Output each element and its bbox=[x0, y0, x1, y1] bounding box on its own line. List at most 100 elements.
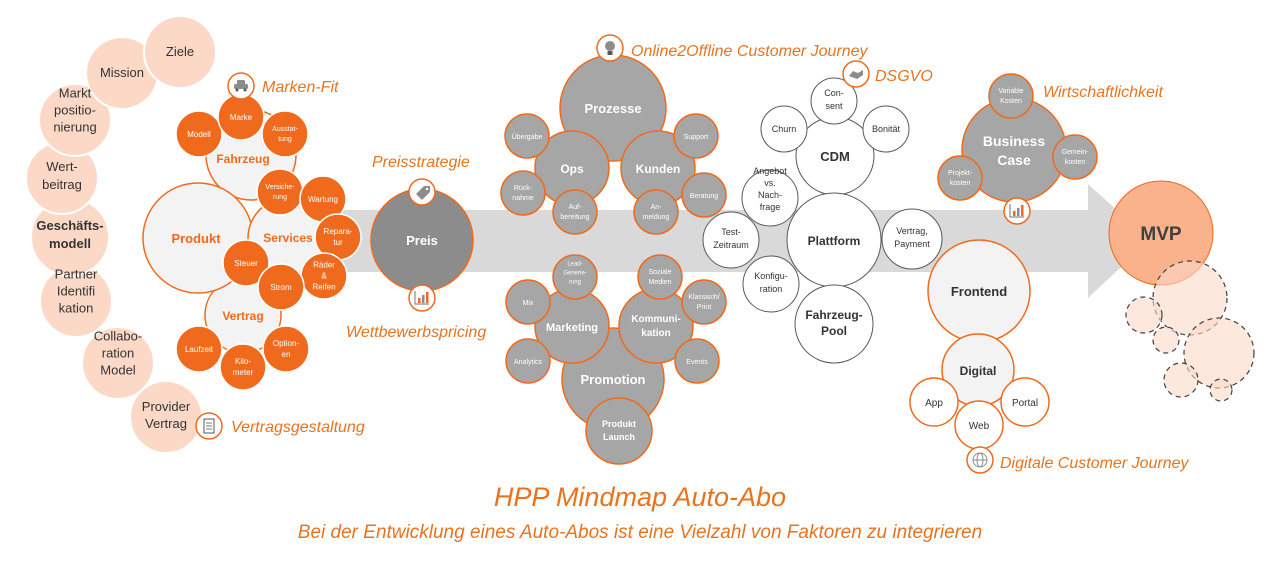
placeholder-bubble bbox=[1209, 378, 1233, 402]
node-beratung bbox=[681, 172, 727, 218]
label-plattform: Plattform bbox=[808, 234, 861, 248]
label-consent: Con-sent bbox=[824, 88, 844, 111]
label-leadgen: Lead-Generie-rung bbox=[563, 262, 586, 286]
label-fahrzeug: Fahrzeug bbox=[216, 152, 269, 166]
label-fahrzeugpool: Fahrzeug-Pool bbox=[805, 308, 862, 338]
node-support bbox=[673, 113, 719, 159]
frontend-cluster: Frontend Digital App Portal Web bbox=[909, 239, 1050, 450]
node-angebot bbox=[741, 169, 799, 227]
label-prozesse: Prozesse bbox=[584, 101, 641, 116]
placeholder-bubble bbox=[1152, 326, 1180, 354]
label-testzeitraum: Test-Zeitraum bbox=[713, 227, 749, 250]
node-steuer bbox=[222, 239, 270, 287]
node-variable-kosten bbox=[988, 73, 1034, 119]
node-bonitaet bbox=[862, 105, 910, 153]
callout-dsgvo: DSGVO bbox=[875, 68, 933, 85]
label-aufbereitung: Auf-bereitung bbox=[560, 204, 589, 221]
bar-chart-icon bbox=[1003, 197, 1031, 225]
node-uebergabe bbox=[504, 113, 550, 159]
node-ziele bbox=[143, 15, 217, 89]
plattform-cluster: CDM Con-sent Churn Bonität Plattform Ang… bbox=[702, 77, 943, 364]
node-consent bbox=[810, 77, 858, 125]
mvp-cluster: MVP bbox=[1108, 180, 1255, 402]
node-markt bbox=[38, 83, 112, 157]
car-icon bbox=[227, 72, 255, 100]
node-klassisch bbox=[681, 279, 727, 325]
label-churn: Churn bbox=[772, 124, 797, 134]
label-anmeldung: An-meldung bbox=[643, 204, 670, 221]
bar-chart-icon bbox=[408, 284, 436, 312]
label-gemeinkosten: Gemein-kosten bbox=[1062, 149, 1090, 166]
node-churn bbox=[760, 105, 808, 153]
label-support: Support bbox=[684, 134, 709, 141]
node-versicherung bbox=[256, 168, 304, 216]
node-events bbox=[674, 338, 720, 384]
label-ops: Ops bbox=[560, 162, 584, 176]
node-aufbereitung bbox=[552, 189, 598, 235]
callout-digitale-cj: Digitale Customer Journey bbox=[1000, 455, 1190, 472]
label-produkt: Produkt bbox=[171, 231, 221, 246]
label-digital: Digital bbox=[960, 364, 997, 378]
lightbulb-icon bbox=[596, 34, 624, 62]
node-portal bbox=[1000, 377, 1050, 427]
callout-marken-fit: Marken-Fit bbox=[262, 79, 339, 96]
node-produkt-launch bbox=[585, 397, 653, 465]
label-promotion: Promotion bbox=[581, 372, 646, 387]
node-leadgen bbox=[552, 254, 598, 300]
label-modell: Modell bbox=[187, 130, 211, 139]
node-optionen bbox=[262, 325, 310, 373]
label-beratung: Beratung bbox=[690, 193, 719, 200]
label-konfiguration: Konfigu-ration bbox=[754, 271, 788, 294]
label-vertrag-payment: Vertrag,Payment bbox=[894, 226, 930, 249]
label-geschaeftsmodell: Geschäfts-modell bbox=[36, 218, 103, 251]
label-strom: Strom bbox=[270, 283, 292, 292]
label-mission: Mission bbox=[100, 65, 144, 80]
node-ruecknahme bbox=[500, 170, 546, 216]
label-uebergabe: Übergabe bbox=[512, 133, 543, 141]
callout-wirtschaftlichkeit: Wirtschaftlichkeit bbox=[1043, 84, 1163, 101]
node-projektkosten bbox=[937, 155, 983, 201]
label-versicherung: Versiche-rung bbox=[265, 184, 295, 201]
document-icon bbox=[195, 412, 223, 440]
label-klassisch: Klassisch/Print bbox=[688, 294, 720, 311]
globe-icon bbox=[966, 446, 994, 474]
label-marke: Marke bbox=[230, 113, 253, 122]
placeholder-bubble bbox=[1125, 296, 1163, 334]
produkt-cluster: Produkt Fahrzeug Services Vertrag Modell… bbox=[142, 93, 362, 391]
node-vertrag-payment bbox=[881, 208, 943, 270]
label-services: Services bbox=[263, 231, 313, 245]
label-preis: Preis bbox=[406, 233, 438, 248]
label-raeder: Räder&Reifen bbox=[312, 261, 335, 292]
label-mix: Mix bbox=[523, 300, 534, 307]
node-laufzeit bbox=[175, 325, 223, 373]
label-ziele: Ziele bbox=[166, 44, 194, 59]
label-frontend: Frontend bbox=[951, 284, 1007, 299]
node-collab bbox=[81, 326, 155, 400]
price-tag-icon bbox=[408, 178, 436, 206]
node-fahrzeugpool bbox=[794, 284, 874, 364]
preis-cluster: Preis bbox=[370, 188, 474, 292]
node-analytics bbox=[505, 338, 551, 384]
node-strom bbox=[257, 263, 305, 311]
label-ruecknahme: Rück-nahme bbox=[512, 185, 534, 202]
label-steuer: Steuer bbox=[234, 259, 258, 268]
callout-wettbewerbspricing: Wettbewerbspricing bbox=[346, 324, 486, 341]
label-mvp: MVP bbox=[1140, 224, 1182, 245]
label-projektkosten: Projekt-kosten bbox=[948, 170, 973, 187]
handshake-icon bbox=[842, 60, 870, 88]
label-app: App bbox=[925, 398, 943, 409]
node-soziale-medien bbox=[637, 254, 683, 300]
node-gemeinkosten bbox=[1052, 134, 1098, 180]
node-konfiguration bbox=[742, 255, 800, 313]
label-bonitaet: Bonität bbox=[872, 124, 901, 134]
label-ausstattung: Ausstat-tung bbox=[272, 126, 298, 143]
